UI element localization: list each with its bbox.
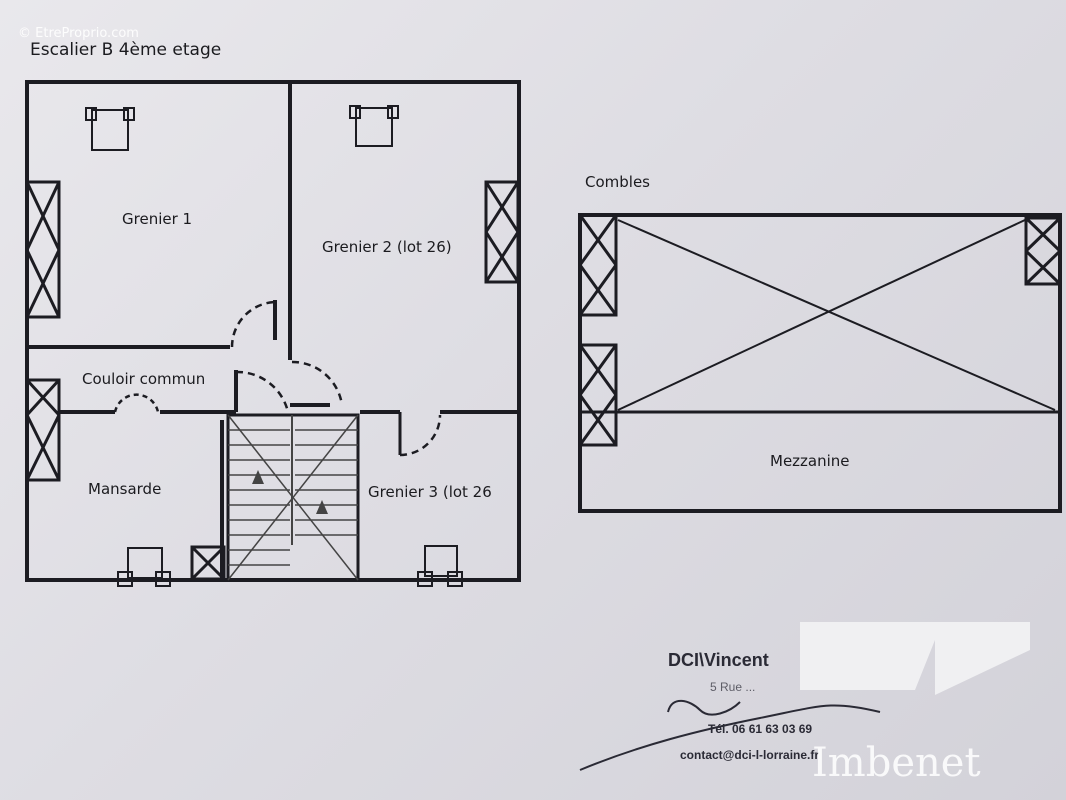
window-grenier1 <box>25 180 61 319</box>
window-combles-3 <box>1024 216 1062 286</box>
stamp-email: contact@dci-l-lorraine.fr <box>680 748 820 762</box>
watermark-logo <box>800 622 1030 695</box>
room-label-grenier1: Grenier 1 <box>122 210 193 228</box>
room-label-couloir: Couloir commun <box>82 370 206 388</box>
stamp-company: DCI\Vincent <box>668 650 769 670</box>
room-label-grenier3: Grenier 3 (lot 26 <box>368 483 492 501</box>
fixture-mansarde <box>127 547 163 579</box>
section-label-combles: Combles <box>585 173 650 191</box>
fixture-grenier2 <box>355 107 393 147</box>
watermark-top: © EtreProprio.com <box>18 26 139 41</box>
window-grenier2 <box>484 180 520 284</box>
floor-title: Escalier B 4ème etage <box>30 40 222 60</box>
window-combles-2 <box>578 343 618 447</box>
stamp-tel: Tél. 06 61 63 03 69 <box>708 722 813 736</box>
fixture-grenier3 <box>424 545 458 577</box>
watermark-brand: Imbenet <box>812 740 981 786</box>
signature <box>579 704 881 771</box>
fixture-grenier1 <box>91 109 129 151</box>
window-mansarde <box>25 378 61 482</box>
room-label-grenier2: Grenier 2 (lot 26) <box>322 238 452 256</box>
window-stair-bottom <box>190 545 226 581</box>
stamp-address: 5 Rue ... <box>710 680 756 694</box>
room-label-mezzanine: Mezzanine <box>770 452 850 470</box>
window-combles-1 <box>578 213 618 317</box>
room-label-mansarde: Mansarde <box>88 480 162 498</box>
